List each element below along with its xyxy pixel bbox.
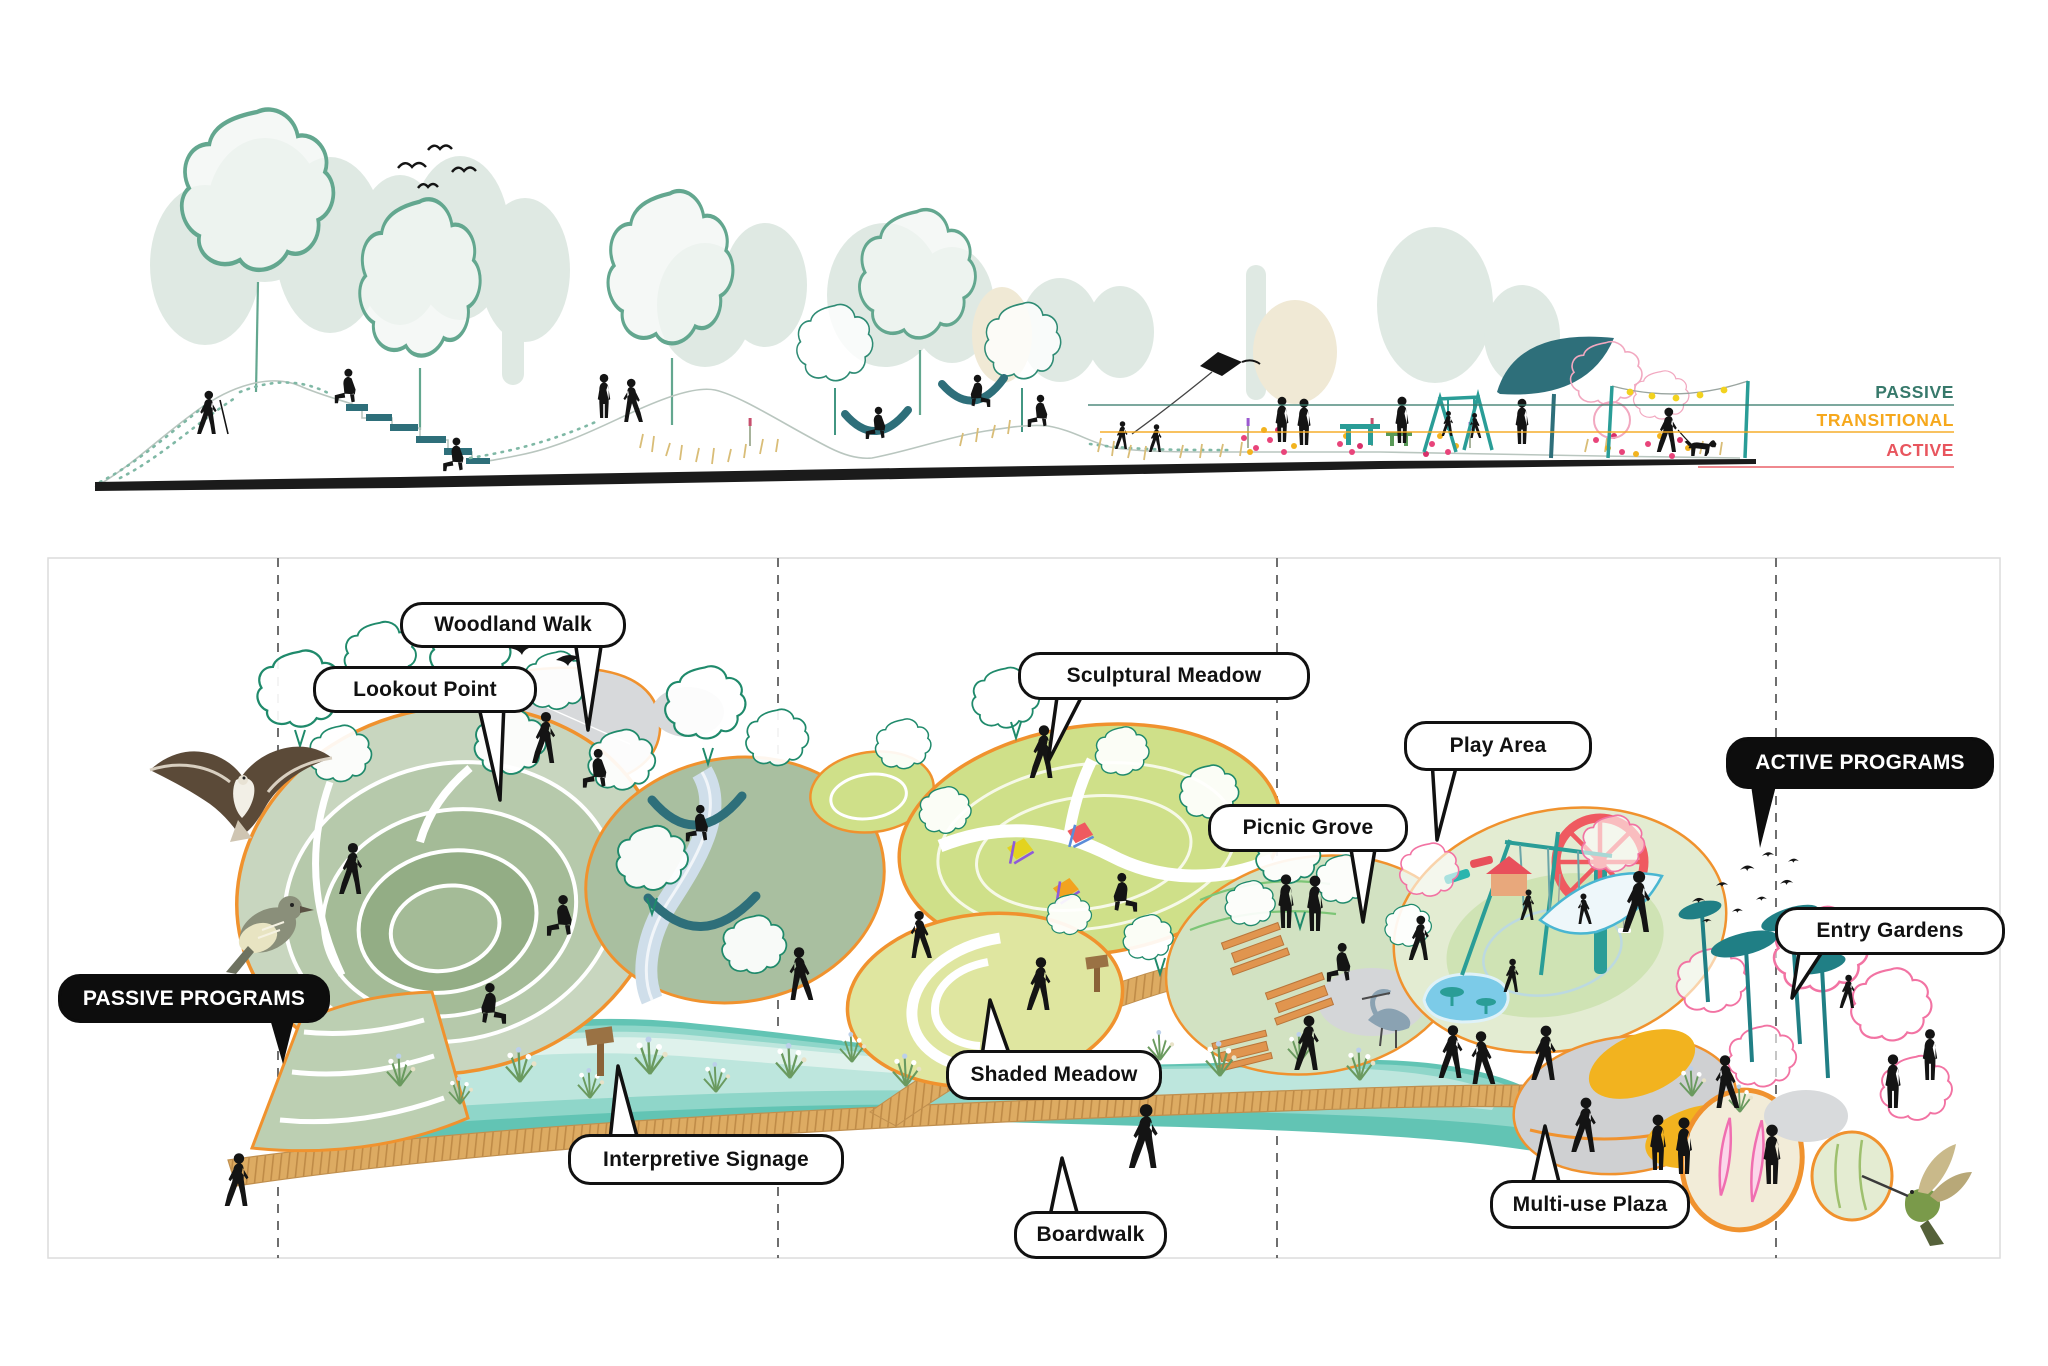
legend-transitional-label: TRANSITIONAL — [1816, 410, 1954, 430]
heron-image — [1361, 989, 1411, 1048]
callout-play-area: Play Area — [1404, 721, 1592, 771]
legend-active-label: ACTIVE — [1886, 440, 1954, 460]
callout-tails — [268, 638, 1828, 1218]
meadow-knoll — [809, 750, 935, 834]
callout-lookout-point: Lookout Point — [313, 666, 537, 713]
interpretive-sign — [585, 954, 1109, 1076]
callout-sculptural-meadow: Sculptural Meadow — [1018, 652, 1310, 700]
legend-passive-label: PASSIVE — [1875, 382, 1954, 402]
callout-active-programs: ACTIVE PROGRAMS — [1726, 737, 1994, 789]
section-ground-bar — [95, 459, 1756, 491]
slope-stipple — [98, 381, 1232, 484]
songbird-image — [226, 896, 314, 974]
kite — [1131, 352, 1261, 435]
callout-entry-gardens: Entry Gardens — [1775, 907, 2005, 955]
playhouse — [1486, 856, 1532, 896]
ground-profile — [94, 380, 1741, 488]
callout-multi-use-plaza: Multi-use Plaza — [1490, 1180, 1690, 1229]
hummingbird-image — [1861, 1144, 1972, 1246]
callout-passive-programs: PASSIVE PROGRAMS — [58, 974, 330, 1023]
picnic-tables — [1211, 921, 1335, 1073]
callout-woodland-walk: Woodland Walk — [400, 602, 626, 648]
hillside-steps — [346, 404, 490, 464]
lookout-mound — [235, 704, 665, 1153]
callout-boardwalk: Boardwalk — [1014, 1211, 1167, 1259]
flower-drifts — [1241, 427, 1691, 459]
osprey-image — [149, 746, 333, 842]
scrub-trees — [796, 301, 1062, 435]
dry-grass — [639, 419, 1723, 465]
callout-shaded-meadow: Shaded Meadow — [946, 1050, 1162, 1100]
string-lights — [1606, 380, 1750, 459]
legend-lines — [1088, 404, 1954, 468]
bird-flock-icon — [397, 144, 477, 189]
callout-interpretive-signage: Interpretive Signage — [568, 1134, 844, 1185]
people-elevation — [197, 368, 1717, 472]
outlined-trees — [182, 109, 978, 430]
shaded-meadow-mound — [845, 911, 1125, 1089]
callout-picnic-grove: Picnic Grove — [1208, 804, 1408, 852]
hammock-grove-mound — [584, 755, 886, 1005]
play-area-ground — [1392, 806, 1728, 1054]
section-elevation — [94, 109, 1954, 491]
